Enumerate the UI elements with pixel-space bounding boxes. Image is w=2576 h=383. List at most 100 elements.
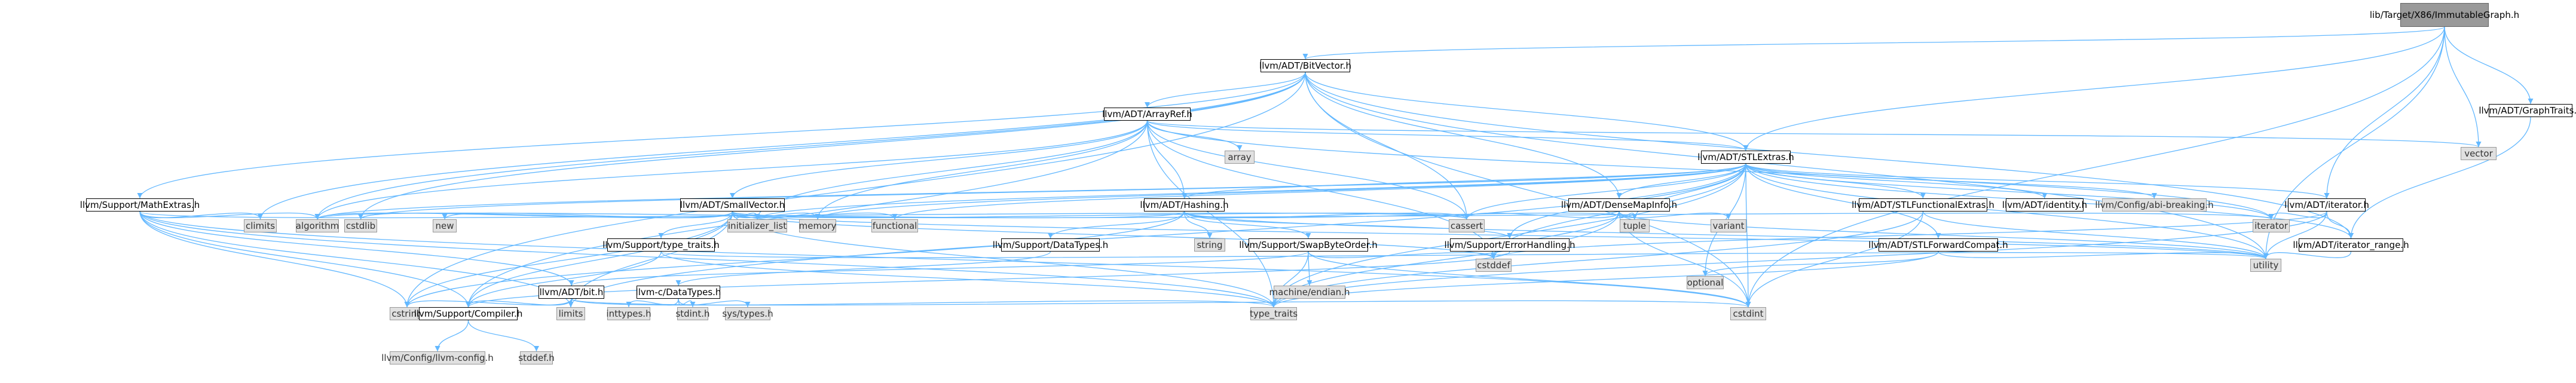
node-cstddef-label: cstddef [1477,259,1510,271]
node-iterrange-label: llvm/ADT/iterator_range.h [2293,239,2409,250]
node-swapbyte-label: llvm/Support/SwapByteOrder.h [1239,239,1378,250]
node-climits[interactable]: climits [244,219,277,232]
node-stddef[interactable]: stddef.h [518,351,555,364]
edge-errorhandling-to-compiler [466,251,1510,308]
edge-bit-to-cstdint [571,298,1751,308]
node-typetraits-label: type_traits [1249,308,1298,319]
edge-typetraits_h-to-utility [660,251,2268,259]
node-stlextras[interactable]: llvm/ADT/STLExtras.h [1697,151,1794,164]
node-densemapinfo[interactable]: llvm/ADT/DenseMapInfo.h [1561,198,1677,212]
edge-mathextras-to-bit [139,211,574,286]
edge-stlextras-to-memory [815,163,1746,220]
edge-root-to-stlextras [1743,26,2445,151]
edge-smallvector-to-iterator [732,211,2274,220]
edge-hashing-to-cstring [404,211,1185,308]
node-arrayref[interactable]: llvm/ADT/ArrayRef.h [1102,108,1192,121]
node-datatypes_h[interactable]: llvm/Support/DataTypes.h [993,238,1108,252]
node-string-label: string [1197,239,1223,250]
node-iterator[interactable]: iterator [2253,219,2290,232]
edge-hashing-to-string [1183,211,1213,239]
node-root-line-1: lib/Target/X86/ImmutableGraph.h [2369,9,2520,20]
node-algorithm[interactable]: algorithm [296,219,339,232]
node-machineendian[interactable]: machine/endian.h [1269,286,1350,299]
node-cassert-label: cassert [1450,220,1483,231]
edge-mathextras-to-algorithm [139,211,320,220]
node-iteratorh[interactable]: llvm/ADT/iterator.h [2284,198,2369,212]
edge-stlextras-to-functional [892,163,1746,220]
node-cassert[interactable]: cassert [1449,219,1485,232]
node-cstdlib[interactable]: cstdlib [344,219,377,232]
node-stddef-label: stddef.h [518,352,555,363]
node-typetraits[interactable]: type_traits [1249,307,1298,320]
edge-stlextras-to-algorithm [314,163,1746,220]
node-root[interactable]: lib/Target/X86/ImmutableGraph.h [2370,3,2519,27]
node-densemapinfo-label: llvm/ADT/DenseMapInfo.h [1561,199,1678,210]
node-identity[interactable]: llvm/ADT/identity.h [2002,198,2087,212]
node-smallvector[interactable]: llvm/ADT/SmallVector.h [680,198,785,212]
edge-graphtraits-to-iterrange [2348,117,2531,239]
node-new[interactable]: new [433,219,457,232]
node-utility[interactable]: utility [2250,259,2281,272]
edge-bitvector-to-cstdint [1305,72,1751,308]
edge-root-to-cstdint [1745,26,2445,308]
node-iteratorh-label: llvm/ADT/iterator.h [2284,199,2369,210]
node-tuple[interactable]: tuple [1620,219,1650,232]
node-stdint[interactable]: stdint.h [675,307,710,320]
node-cdatatypes[interactable]: llvm-c/DataTypes.h [635,286,721,299]
edge-bitvector-to-cassert [1305,72,1470,220]
edge-bitvector-to-mathextras [137,72,1306,199]
node-swapbyte[interactable]: llvm/Support/SwapByteOrder.h [1239,238,1378,252]
node-functional[interactable]: functional [871,219,918,232]
node-llvmconfig[interactable]: llvm/Config/llvm-config.h [381,351,494,364]
node-hashing[interactable]: llvm/ADT/Hashing.h [1140,198,1229,212]
node-llvmconfig-label: llvm/Config/llvm-config.h [381,352,494,363]
node-systypes[interactable]: sys/types.h [722,307,773,320]
node-stdint-label: stdint.h [675,308,710,319]
edge-swapbyte-to-cstdint [1308,251,1751,308]
node-limits[interactable]: limits [556,307,585,320]
node-bitvector[interactable]: llvm/ADT/BitVector.h [1259,59,1351,72]
node-errorhandling-label: llvm/Support/ErrorHandling.h [1444,239,1575,250]
node-bitvector-label: llvm/ADT/BitVector.h [1259,60,1351,71]
edge-arrayref-to-cassert [1146,120,1470,220]
edge-iteratorh-to-cstddef [1491,211,2327,259]
node-bit[interactable]: llvm/ADT/bit.h [539,286,604,299]
node-typetraits_h[interactable]: llvm/Support/type_traits.h [602,238,720,252]
node-initlist[interactable]: initializer_list [727,219,787,232]
node-array[interactable]: array [1225,151,1255,164]
edge-arrayref-to-algorithm [314,120,1148,220]
node-machineendian-label: machine/endian.h [1269,286,1350,298]
node-graphtraits-label: llvm/ADT/GraphTraits.h [2479,105,2576,116]
node-cstring[interactable]: cstring [390,307,424,320]
edge-smallvector-to-typetraits_h [658,211,733,239]
node-vector[interactable]: vector [2461,147,2497,160]
node-compiler[interactable]: llvm/Support/Compiler.h [414,307,522,320]
node-cdatatypes-label: llvm-c/DataTypes.h [635,286,721,298]
node-abibreaking[interactable]: llvm/Config/abi-breaking.h [2095,198,2214,212]
node-string[interactable]: string [1194,238,1225,252]
node-variant[interactable]: variant [1711,219,1746,232]
node-graphtraits[interactable]: llvm/ADT/GraphTraits.h [2479,104,2576,117]
node-mathextras[interactable]: llvm/Support/MathExtras.h [80,198,200,212]
node-inttypes-label: inttypes.h [606,308,651,319]
edge-stlextras-to-densemapinfo [1616,163,1746,199]
node-stlforward[interactable]: llvm/ADT/STLForwardCompat.h [1868,238,2008,252]
node-cstddef[interactable]: cstddef [1476,259,1512,272]
node-typetraits_h-label: llvm/Support/type_traits.h [602,239,720,250]
edge-arrayref-to-compiler [466,120,1148,308]
edge-bitvector-to-cstdlib [358,72,1306,220]
node-stlfunc[interactable]: llvm/ADT/STLFunctionalExtras.h [1852,198,1994,212]
node-errorhandling[interactable]: llvm/Support/ErrorHandling.h [1445,238,1575,252]
node-optional[interactable]: optional [1687,276,1724,289]
edge-iteratorh-to-iterrange [2326,211,2354,239]
node-inttypes[interactable]: inttypes.h [606,307,651,320]
node-stlforward-label: llvm/ADT/STLForwardCompat.h [1868,239,2008,250]
edge-typetraits_h-to-compiler [466,251,662,308]
node-iterrange[interactable]: llvm/ADT/iterator_range.h [2293,238,2409,252]
node-memory[interactable]: memory [799,219,836,232]
edge-hashing-to-datatypes_h [1048,211,1185,239]
edge-densemapinfo-to-cassert [1464,211,1620,220]
edge-hashing-to-swapbyte [1183,211,1311,239]
node-cstdint[interactable]: cstdint [1730,307,1766,320]
node-memory-label: memory [799,220,837,231]
